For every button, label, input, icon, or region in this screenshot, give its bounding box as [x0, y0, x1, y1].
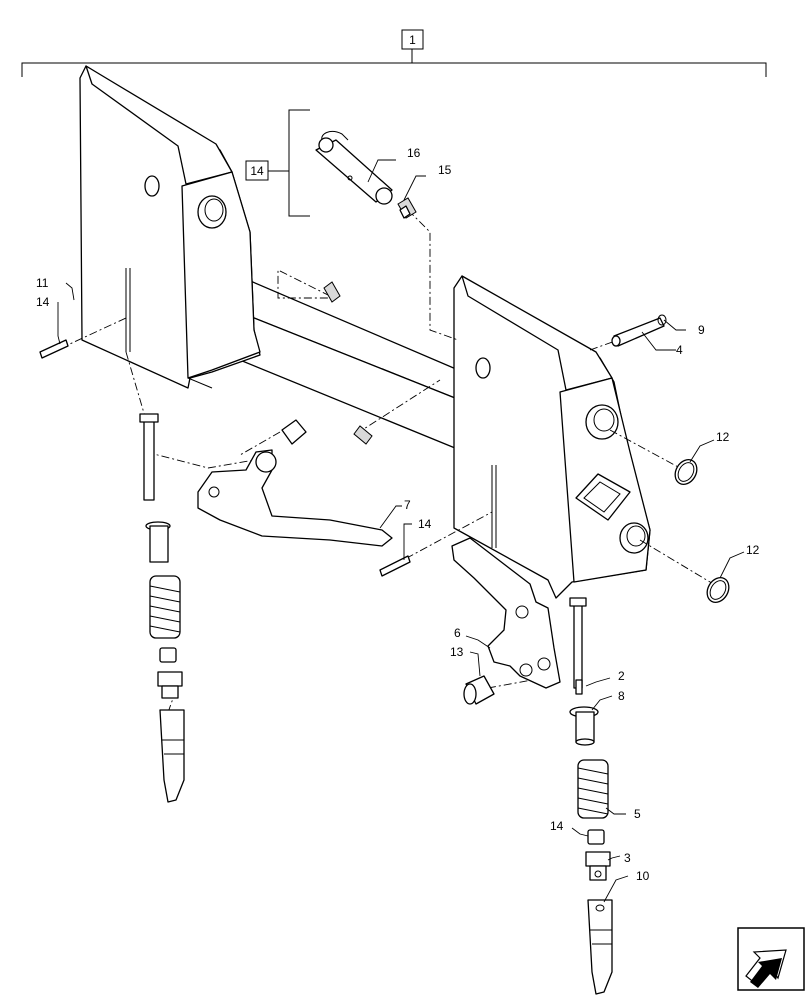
o-ring-12-upper: [674, 459, 698, 485]
roll-pin-14-left: [39, 339, 69, 359]
clip-9: [657, 314, 667, 326]
spring-5: [577, 759, 609, 819]
direction-arrow-icon: [737, 927, 805, 991]
callout-12-upper: 12: [716, 430, 730, 444]
callout-8: 8: [618, 689, 625, 703]
callout-5: 5: [634, 807, 641, 821]
grease-fitting-17: [397, 197, 417, 219]
bushing-13: [463, 675, 495, 705]
callout-16: 14: [250, 164, 264, 178]
leader-lines: [57, 159, 745, 903]
callout-3: 3: [624, 851, 631, 865]
callout-10: 10: [636, 869, 650, 883]
callout-1: 1: [409, 33, 416, 47]
collar-3: [585, 851, 611, 881]
plunger-tip-10: [587, 899, 613, 995]
callout-15: 14: [550, 819, 564, 833]
right-mounting-plate: [453, 275, 651, 599]
lever-7: [197, 419, 393, 547]
subassembly-bracket-16: 14: [245, 109, 310, 217]
callout-14-left: 14: [36, 295, 50, 309]
grease-fitting-beam: [323, 281, 373, 445]
callout-7: 7: [404, 498, 411, 512]
left-mounting-plate: [79, 65, 261, 389]
bushing-15: [587, 829, 605, 845]
roll-pin-14-right: [379, 555, 411, 577]
o-ring-12-lower: [706, 577, 730, 603]
callout-13: 13: [450, 645, 464, 659]
bushing-8: [569, 706, 599, 746]
callout-12-lower: 12: [746, 543, 760, 557]
callout-18: 16: [407, 146, 421, 160]
callout-11: 11: [36, 276, 49, 290]
left-plunger-assembly: [139, 413, 185, 803]
callout-17: 15: [438, 163, 452, 177]
pin-18: [315, 131, 393, 205]
callout-9: 9: [698, 323, 705, 337]
callout-4: 4: [676, 343, 683, 357]
assembly-bracket: 1: [21, 29, 767, 77]
callout-labels: 16 15 9 4 12 12 11 14 7 14 6 13 2 8 5 14…: [36, 146, 760, 883]
lock-lever-6: [451, 537, 561, 689]
callout-2: 2: [618, 669, 625, 683]
plunger-rod-2: [569, 597, 587, 695]
callout-6: 6: [454, 626, 461, 640]
pin-4: [611, 317, 665, 347]
callout-14-right: 14: [418, 517, 432, 531]
